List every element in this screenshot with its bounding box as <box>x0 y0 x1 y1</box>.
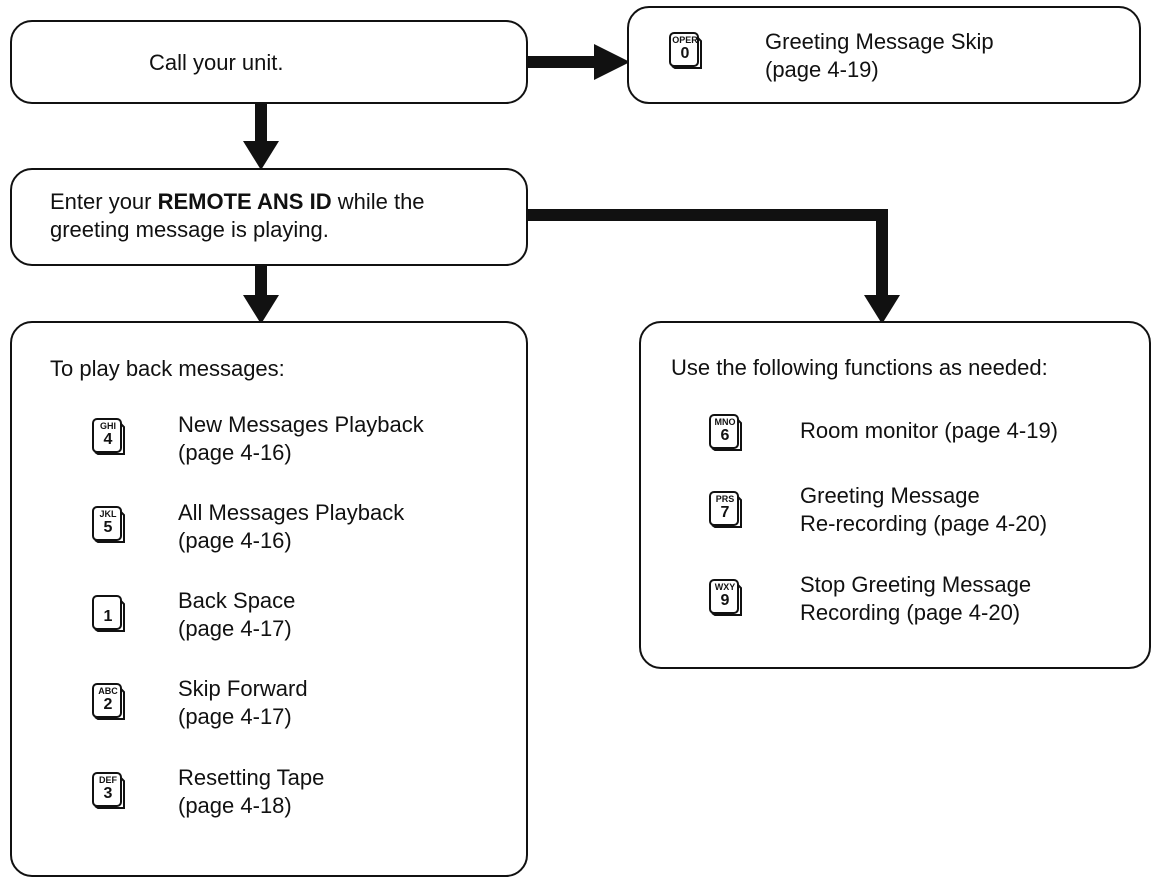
playback-item-page: (page 4-16) <box>178 440 292 465</box>
enter-id-line2: greeting message is playing. <box>50 217 329 242</box>
playback-item-page: (page 4-17) <box>178 704 292 729</box>
call-box-text: Call your unit. <box>149 50 284 75</box>
greeting-skip-box: OPER 0 Greeting Message Skip (page 4-19) <box>627 6 1141 104</box>
functions-heading: Use the following functions as needed: <box>671 355 1048 380</box>
key-letters: OPER <box>672 35 698 45</box>
arrow-enter-to-playback <box>243 262 279 324</box>
key-number: 3 <box>103 785 113 802</box>
arrow-enter-to-functions <box>526 209 900 324</box>
playback-heading: To play back messages: <box>50 356 285 381</box>
function-item-label: Greeting Message <box>800 483 980 508</box>
key-number: 5 <box>103 519 113 536</box>
function-item-page: Re-recording (page 4-20) <box>800 511 1048 536</box>
functions-box: Use the following functions as needed: M… <box>639 321 1151 669</box>
playback-item-page: (page 4-18) <box>178 793 292 818</box>
key-1-icon: 1 <box>92 595 126 633</box>
playback-item-label: Resetting Tape <box>178 765 325 790</box>
playback-item-label: All Messages Playback <box>178 500 405 525</box>
greeting-skip-page: (page 4-19) <box>765 57 879 82</box>
enter-id-post: while the <box>331 189 425 214</box>
key-wxy-9-icon: WXY 9 <box>709 579 743 617</box>
key-def-3-icon: DEF 3 <box>92 772 126 810</box>
key-number: 7 <box>720 504 730 521</box>
playback-item-label: Back Space <box>178 588 296 613</box>
playback-item-label: Skip Forward <box>178 676 308 701</box>
key-number: 4 <box>103 431 113 448</box>
call-box: Call your unit. <box>10 20 528 104</box>
enter-id-line1: Enter your REMOTE ANS ID while the <box>50 188 425 216</box>
key-prs-7-icon: PRS 7 <box>709 491 743 529</box>
key-letters: DEF <box>99 775 117 785</box>
key-ghi-4-icon: GHI 4 <box>92 418 126 456</box>
key-abc-2-icon: ABC 2 <box>92 683 126 721</box>
enter-id-bold: REMOTE ANS ID <box>157 189 332 214</box>
enter-id-pre: Enter your <box>50 189 158 214</box>
key-number: 1 <box>103 608 113 625</box>
playback-item-label: New Messages Playback <box>178 412 424 437</box>
playback-item-page: (page 4-17) <box>178 616 292 641</box>
key-letters: ABC <box>98 686 118 696</box>
key-mno-6-icon: MNO 6 <box>709 414 743 452</box>
key-number: 9 <box>720 592 730 609</box>
key-number: 0 <box>680 45 690 62</box>
function-item-page: Recording (page 4-20) <box>800 600 1021 625</box>
key-oper-0-icon: OPER 0 <box>669 32 703 70</box>
playback-item-page: (page 4-16) <box>178 528 292 553</box>
key-letters: MNO <box>714 417 736 427</box>
key-letters: WXY <box>714 582 736 592</box>
enter-id-box: Enter your REMOTE ANS ID while the greet… <box>10 168 528 266</box>
key-number: 2 <box>103 696 113 713</box>
function-item-label: Stop Greeting Message <box>800 572 1032 597</box>
key-letters: JKL <box>99 509 117 519</box>
greeting-skip-title: Greeting Message Skip <box>765 29 994 54</box>
key-number: 6 <box>720 427 730 444</box>
key-letters: PRS <box>715 494 735 504</box>
key-jkl-5-icon: JKL 5 <box>92 506 126 544</box>
key-letters: GHI <box>99 421 116 431</box>
playback-box: To play back messages: GHI 4 New Message… <box>10 321 528 877</box>
function-item-label: Room monitor (page 4-19) <box>800 418 1059 443</box>
arrow-call-to-enter <box>243 102 279 170</box>
arrow-call-to-skip <box>524 44 630 80</box>
